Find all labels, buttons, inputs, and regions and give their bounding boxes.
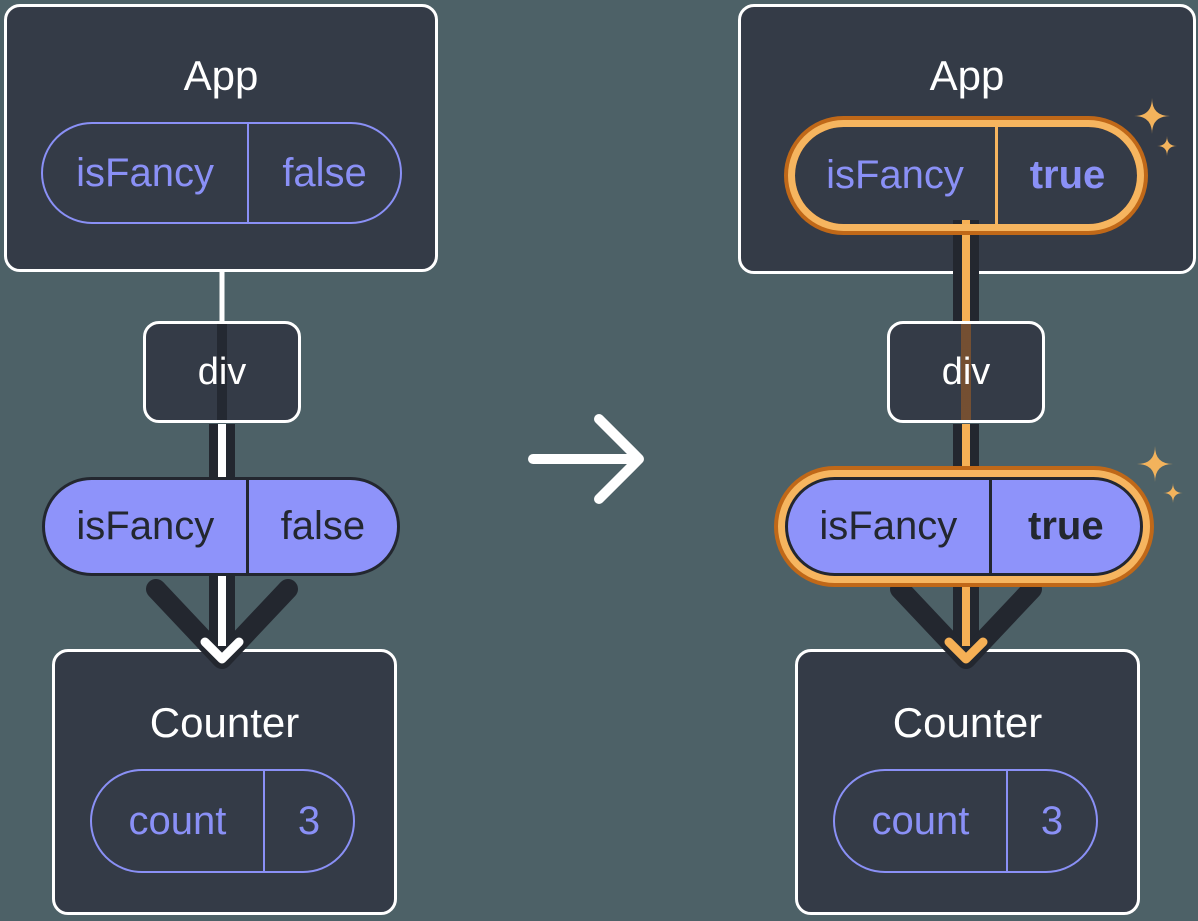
div-node-after: div bbox=[887, 321, 1045, 423]
state-value: false bbox=[247, 124, 400, 222]
sparkle-icon bbox=[1163, 483, 1183, 503]
app-state-pill-after: isFancy true bbox=[795, 127, 1137, 224]
counter-title-after: Counter bbox=[892, 699, 1043, 746]
state-value: 3 bbox=[262, 771, 353, 871]
prop-value: true bbox=[988, 480, 1140, 573]
prop-value: false bbox=[245, 480, 397, 573]
transition-arrow-icon bbox=[528, 414, 644, 504]
connector-prop-to-counter-arrow-after bbox=[890, 570, 1042, 669]
prop-name: isFancy bbox=[76, 504, 215, 548]
state-name: count bbox=[128, 798, 227, 843]
div-node-before: div bbox=[143, 321, 301, 423]
app-state-pill-before: isFancy false bbox=[41, 122, 402, 224]
div-node-label: div bbox=[941, 350, 991, 393]
connector-prop-to-counter-arrow-before bbox=[146, 570, 298, 669]
prop-name: isFancy bbox=[819, 504, 958, 548]
state-name: isFancy bbox=[76, 150, 214, 195]
sparkle-icon bbox=[1137, 446, 1173, 482]
counter-state-pill-after: count 3 bbox=[833, 769, 1098, 873]
counter-title-before: Counter bbox=[149, 699, 300, 746]
state-value: true bbox=[995, 127, 1137, 224]
state-name: count bbox=[871, 798, 970, 843]
app-title-after: App bbox=[929, 52, 1005, 99]
prop-pill-after: isFancy true bbox=[785, 477, 1143, 576]
prop-pill-before: isFancy false bbox=[42, 477, 400, 576]
div-node-label: div bbox=[197, 350, 247, 393]
app-title-before: App bbox=[183, 52, 259, 99]
state-name: isFancy bbox=[826, 153, 964, 197]
state-value: 3 bbox=[1005, 771, 1096, 871]
counter-state-pill-before: count 3 bbox=[90, 769, 355, 873]
